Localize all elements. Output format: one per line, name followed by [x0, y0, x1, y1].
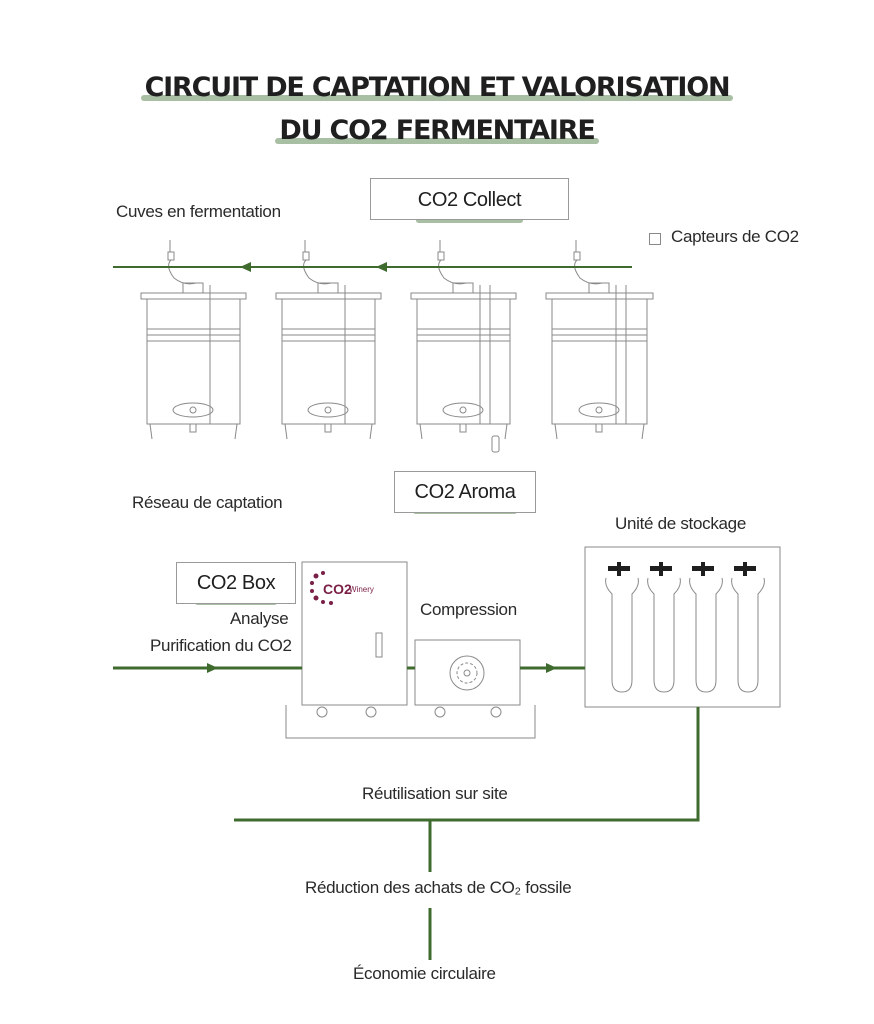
co2-aroma-box: CO2 Aroma: [394, 471, 536, 514]
bottle-1: [605, 577, 639, 693]
label-reseau: Réseau de captation: [132, 493, 283, 512]
label-compression: Compression: [420, 600, 517, 619]
tank-3: [410, 282, 517, 453]
storage-unit-frame: [584, 546, 781, 708]
logo-dots: [310, 571, 333, 605]
logo-brand: CO2: [323, 581, 352, 597]
co2-sensors: [167, 240, 603, 285]
co2-collect-label: CO2 Collect: [415, 179, 524, 223]
equipment-group: [285, 546, 781, 739]
title-line-1: CIRCUIT DE CAPTATION ET VALORISATION: [0, 72, 874, 103]
tank-4: [545, 282, 654, 440]
reuse-lines: [234, 707, 700, 960]
tanks-group: [140, 240, 654, 453]
label-analyse: Analyse: [230, 609, 289, 628]
label-reutilisation: Réutilisation sur site: [362, 784, 508, 803]
tank-2: [275, 282, 382, 440]
label-cuves: Cuves en fermentation: [116, 202, 281, 221]
collect-line: [113, 262, 632, 272]
process-line: [113, 663, 585, 673]
logo-suffix: Winery: [349, 585, 374, 594]
label-stockage: Unité de stockage: [615, 514, 746, 533]
label-capteurs: Capteurs de CO2: [671, 227, 799, 246]
co2-box-cabinet: [301, 561, 408, 706]
bottle-caps: [608, 562, 756, 576]
legend-square-icon: [649, 233, 661, 245]
co2-collect-box: CO2 Collect: [370, 178, 569, 223]
bottle-2: [647, 577, 681, 693]
compressor: [414, 639, 521, 706]
tank-1: [140, 282, 247, 440]
co2-aroma-label: CO2 Aroma: [412, 472, 518, 514]
label-reduction: Réduction des achats de CO₂ fossile: [305, 878, 572, 897]
label-purification: Purification du CO2: [150, 636, 292, 655]
co2-box-label: CO2 Box: [194, 563, 278, 605]
bottle-4: [731, 577, 765, 693]
bottle-3: [689, 577, 723, 693]
co2-box-box: CO2 Box: [176, 562, 296, 605]
title-line-2: DU CO2 FERMENTAIRE: [0, 115, 874, 146]
label-economie: Économie circulaire: [353, 964, 496, 983]
